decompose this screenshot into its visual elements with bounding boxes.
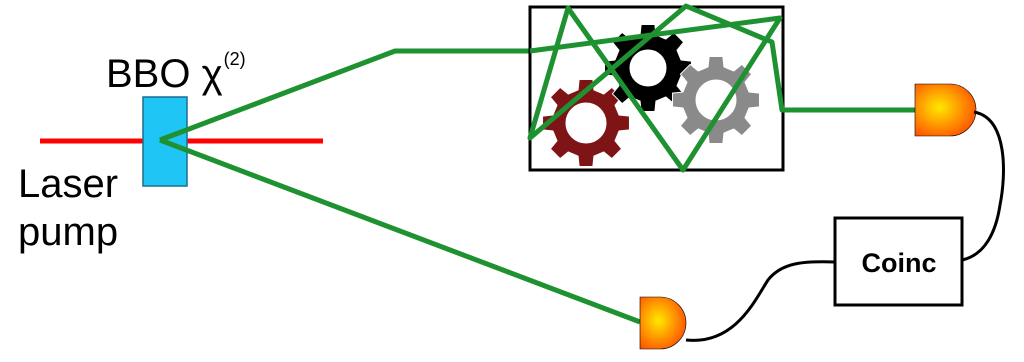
chi-superscript: (2)	[223, 49, 246, 69]
gear-icon	[672, 56, 760, 144]
cable-top-detector-to-coinc	[961, 110, 1005, 262]
laser-label-line2: pump	[18, 210, 119, 254]
upper-photon-path	[159, 48, 530, 143]
chi-symbol: χ	[201, 52, 223, 96]
bbo-text: BBO	[106, 52, 191, 96]
scattering-path	[527, 3, 915, 173]
coinc-label: Coinc	[861, 248, 937, 278]
lower-photon-path	[159, 137, 641, 325]
bbo-label: BBO χ(2)	[106, 50, 246, 94]
detector-icon	[639, 296, 687, 350]
cable-bottom-detector-to-coinc	[685, 260, 836, 342]
laser-label-line1: Laser	[18, 162, 119, 206]
coinc-box	[833, 216, 964, 307]
laser-pump-label: Laser pump	[18, 160, 118, 256]
detector-icon	[914, 83, 977, 137]
